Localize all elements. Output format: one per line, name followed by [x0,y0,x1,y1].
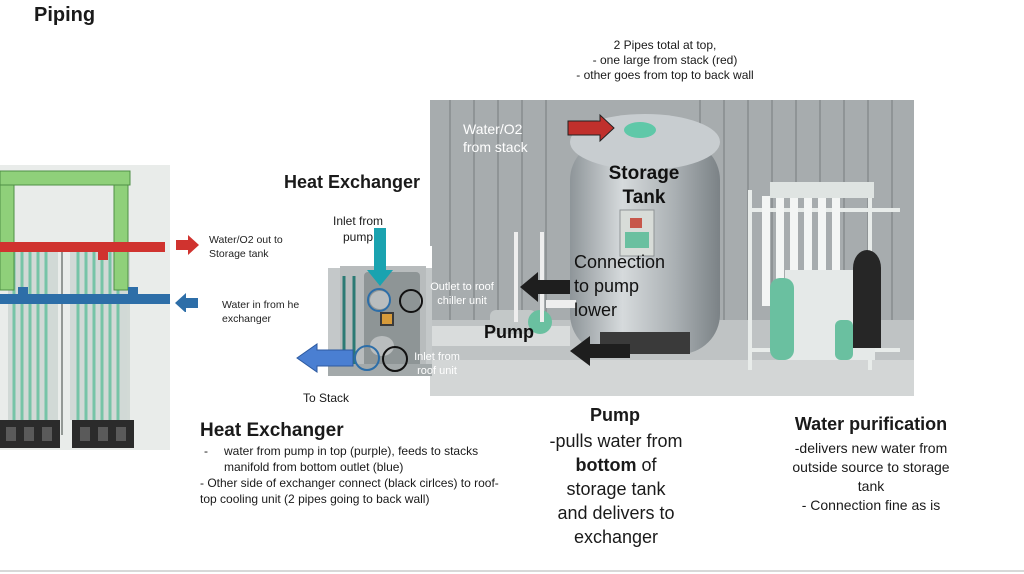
bold-bottom-word: bottom [575,455,637,475]
red-arrow-label: Water/O2 out to Storage tank [209,234,283,260]
inlet-from-pump-label: Inlet from pump [332,214,383,244]
bullet-marker: - [204,444,208,458]
blue-outlet-circle [354,345,380,371]
connection-to-pump-label: Connection to pump lower [574,252,666,320]
black-inlet-circle [382,346,408,372]
water-purification-title: Water purification [794,414,948,434]
slide-bottom-divider [0,570,1024,572]
pump-photo-label: Pump [484,322,535,342]
heat-exchanger-description: -water from pump in top (purple), feeds … [200,444,499,506]
stack-inlet-arrow-icon [567,113,615,143]
lower-connection-arrow-icon [570,336,630,366]
water-purification-description: -delivers new water from outside source … [792,440,950,513]
water-o2-from-stack-label: Water/O2 from stack [463,121,528,155]
top-note-line: - other goes from top to back wall [576,68,754,82]
storage-tank-label: Storage Tank [608,163,680,208]
blue-arrow-label: Water in from he exchanger [222,299,300,325]
cyan-arrow-down-icon [367,270,393,286]
black-outlet-circle [399,289,423,313]
top-pipes-note: 2 Pipes total at top, - one large from s… [540,38,790,83]
heat-exchanger-section-title: Heat Exchanger [200,420,344,441]
outlet-roof-chiller-label: Outlet to roof chiller unit [430,281,494,307]
stack-render-image [0,165,170,450]
inlet-from-roof-label: Inlet from roof unit [414,351,460,377]
heat-exchanger-heading: Heat Exchanger [284,172,421,192]
pump-section-title: Pump [589,405,640,425]
pump-connection-arrow-icon [520,272,570,302]
left-diagram-arrows [175,235,199,312]
exchanger-annotations [296,228,423,373]
slide-title: Piping [34,4,96,26]
equipment-photo [430,100,914,396]
blue-to-stack-arrow-icon [296,343,354,373]
cyan-arrow-shaft [374,228,386,270]
top-note-line: 2 Pipes total at top, [613,38,717,52]
blue-arrow-left-icon [175,293,198,312]
pump-description: -pulls water from bottom of storage tank… [549,431,683,547]
to-stack-label: To Stack [303,391,350,405]
top-note-line: - one large from stack (red) [592,53,738,67]
red-arrow-right-icon [176,235,199,255]
purple-inlet-circle [367,288,391,312]
